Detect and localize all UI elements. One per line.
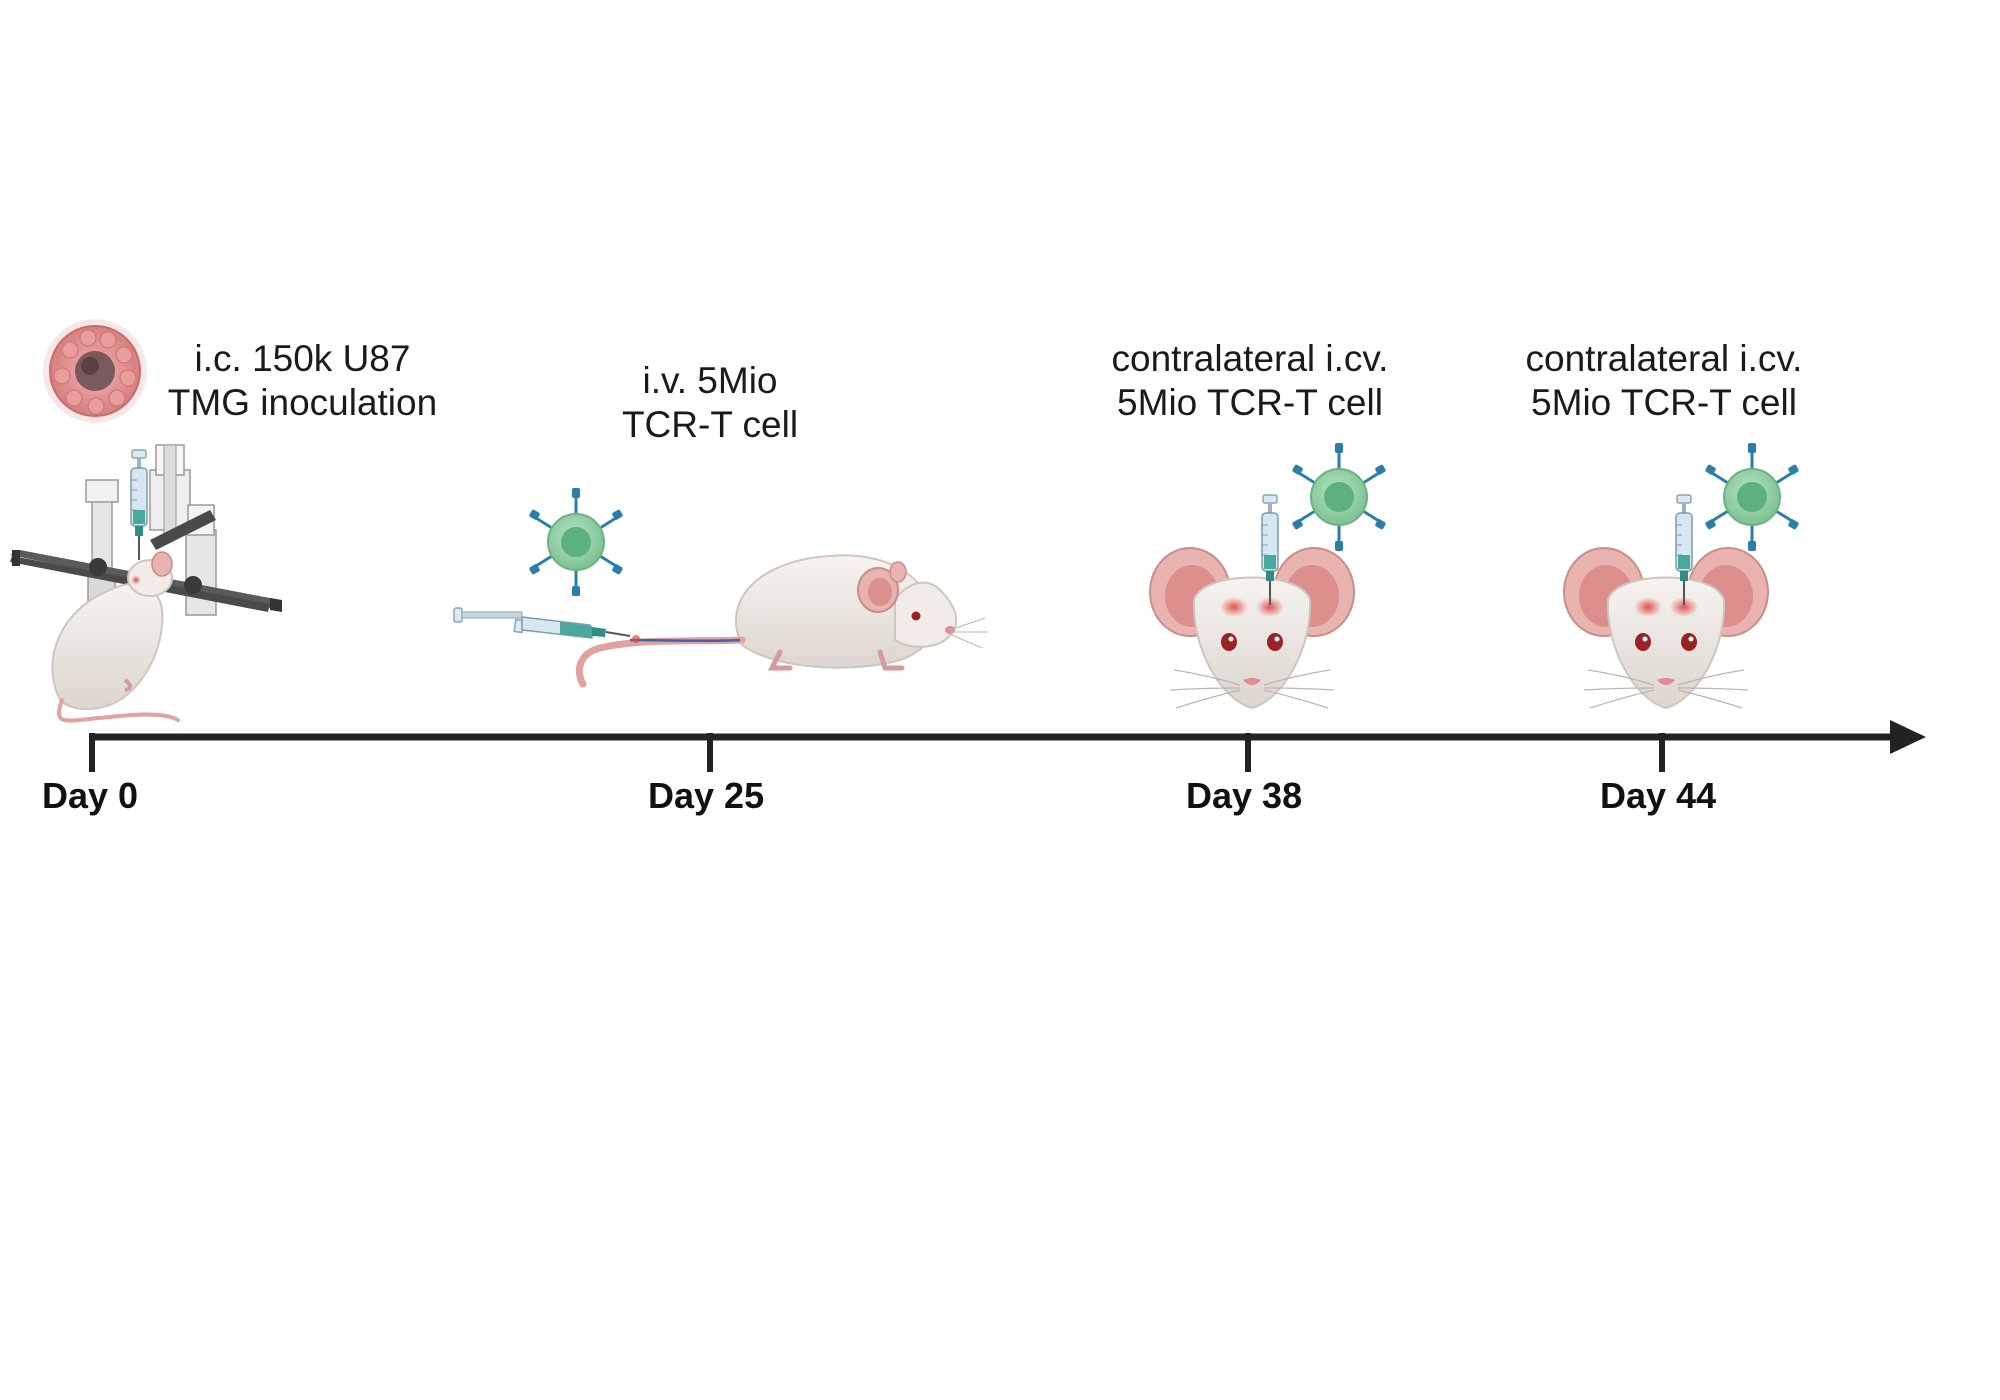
event-label-day25: i.v. 5Mio TCR-T cell [560, 359, 860, 447]
mouse-head-icon [1563, 547, 1769, 709]
timeline-axis [89, 720, 1926, 772]
arrow-head-icon [1890, 720, 1926, 754]
event-label-line2: 5Mio TCR-T cell [1531, 382, 1797, 423]
event-label-day0: i.c. 150k U87 TMG inoculation [150, 337, 455, 425]
tcell-icon [1290, 441, 1388, 553]
day0-illustration [10, 319, 282, 723]
mouse-stereotaxic-icon [51, 551, 180, 723]
event-label-line2: 5Mio TCR-T cell [1117, 382, 1383, 423]
day25-illustration [453, 486, 988, 688]
event-label-line1: i.c. 150k U87 [194, 338, 411, 379]
event-label-line2: TMG inoculation [167, 382, 438, 423]
event-label-line1: contralateral i.cv. [1525, 338, 1803, 379]
syringe-icon [453, 607, 631, 639]
day-label: Day 25 [648, 775, 765, 816]
syringe-icon [130, 449, 148, 561]
mouse-head-icon [1149, 547, 1355, 709]
event-label-day38: contralateral i.cv. 5Mio TCR-T cell [1090, 337, 1410, 425]
day-label: Day 0 [42, 775, 139, 816]
mouse-side-icon [575, 554, 988, 688]
event-label-line1: contralateral i.cv. [1111, 338, 1389, 379]
event-label-line1: i.v. 5Mio [642, 360, 778, 401]
day-label: Day 44 [1600, 775, 1717, 816]
tumor-spheroid-icon [43, 319, 147, 423]
tcell-icon [527, 486, 625, 598]
event-label-line2: TCR-T cell [621, 404, 799, 445]
tcell-icon [1703, 441, 1801, 553]
day-label: Day 38 [1186, 775, 1303, 816]
day38-illustration [1149, 441, 1388, 709]
day44-illustration [1563, 441, 1801, 709]
event-label-day44: contralateral i.cv. 5Mio TCR-T cell [1504, 337, 1824, 425]
